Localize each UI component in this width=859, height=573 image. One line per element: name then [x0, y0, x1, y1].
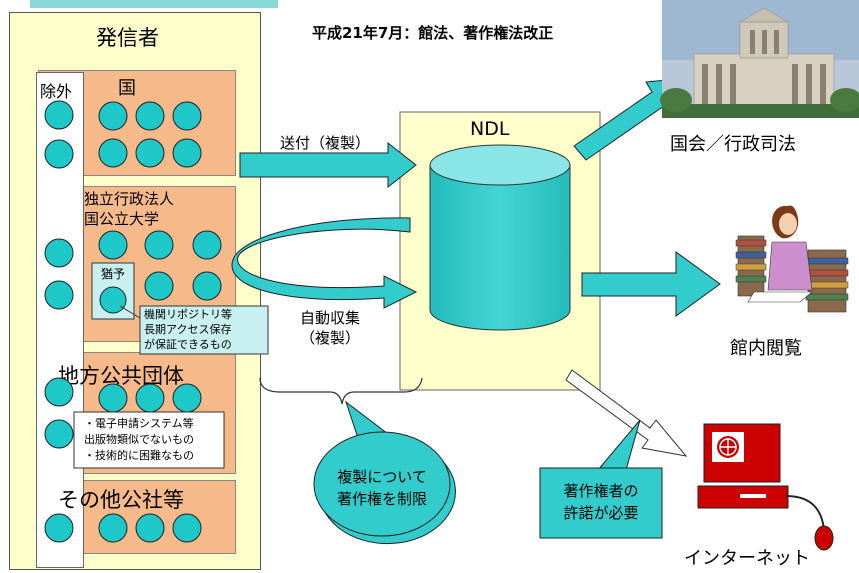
circle-excl-1	[44, 100, 74, 130]
copyright-callout-line-2: 著作権を制限	[336, 490, 427, 508]
circle-other-3	[172, 513, 202, 543]
circle-national-4	[98, 138, 128, 168]
group-label-agencies-line2: 国公立大学	[84, 210, 160, 228]
diagram-title: 平成21年7月：館法、著作権法改正	[312, 24, 554, 42]
internet-arrow	[565, 369, 688, 457]
circle-agency-2	[144, 230, 174, 260]
permission-callout-text: 著作権者の 許諾が必要	[540, 480, 662, 524]
deferral-note-line-1: 機関リポジトリ等	[144, 308, 232, 321]
copyright-callout-line-1: 複製について	[337, 468, 427, 486]
diet-label: 国会／行政司法	[670, 134, 796, 155]
circle-agency-3	[192, 230, 222, 260]
circle-excl-4	[44, 280, 74, 310]
deferral-label: 猶予	[101, 267, 126, 281]
exclusion-note-line-3: ・技術的に困難なもの	[84, 449, 194, 462]
deferral-note-line-3: が保証できるもの	[144, 338, 232, 351]
diet-building-picture	[660, 0, 859, 118]
permission-callout-line-2: 許諾が必要	[563, 504, 639, 522]
circle-other-1	[98, 513, 128, 543]
send-arrow	[239, 141, 417, 189]
circle-national-5	[135, 138, 165, 168]
circle-agency-4	[144, 271, 174, 301]
permission-callout-line-1: 著作権者の	[563, 482, 639, 500]
deferral-note-box	[139, 305, 269, 355]
deferral-note-pointer	[119, 305, 141, 319]
circle-local-1	[98, 383, 128, 413]
ndl-database-cylinder-top	[429, 144, 571, 186]
exclusion-note: ・電子申請システム等 出版物類似でないもの ・技術的に困難なもの	[84, 416, 194, 464]
permission-callout-tail	[596, 419, 641, 471]
auto-collect-label: 自動収集 （複製）	[300, 308, 360, 348]
send-label: 送付（複製）	[280, 134, 371, 152]
circle-local-2	[135, 383, 165, 413]
reader-picture	[735, 205, 849, 313]
auto-collect-label-line-1: 自動収集	[300, 309, 361, 327]
permission-callout-box	[539, 467, 663, 539]
deferral-note-line-2: 長期アクセス保存	[144, 323, 232, 336]
circle-agency-1	[98, 230, 128, 260]
circle-national-2	[135, 101, 165, 131]
circle-local-3	[172, 383, 202, 413]
exclusion-label: 除外	[40, 82, 73, 101]
circle-national-1	[98, 101, 128, 131]
group-label-agencies-line1: 独立行政法人	[84, 190, 175, 208]
circle-other-2	[135, 513, 165, 543]
circle-excl-3	[44, 238, 74, 268]
auto-collect-arrow	[231, 217, 418, 309]
auto-collect-label-line-2: （複製）	[300, 329, 361, 347]
brace	[259, 377, 423, 405]
circle-excl-6	[44, 419, 74, 449]
circle-national-6	[172, 138, 202, 168]
group-label-other: その他公社等	[58, 488, 184, 512]
circle-deferral	[99, 286, 127, 314]
circle-excl-7	[44, 513, 74, 543]
sender-label: 発信者	[96, 26, 159, 50]
circle-national-3	[172, 101, 202, 131]
copyright-callout-text: 複製について 著作権を制限	[318, 466, 446, 510]
exclusion-note-box	[73, 411, 225, 469]
reading-room-arrow	[581, 251, 721, 317]
circle-agency-5	[192, 271, 222, 301]
ndl-database-cylinder	[429, 164, 571, 331]
ndl-label: NDL	[470, 118, 510, 140]
deferral-note: 機関リポジトリ等 長期アクセス保存 が保証できるもの	[144, 307, 232, 352]
group-label-national: 国	[118, 78, 136, 99]
exclusion-note-line-2: 出版物類似でないもの	[84, 433, 194, 446]
reading-room-label: 館内閲覧	[730, 338, 802, 359]
exclusion-note-line-1: ・電子申請システム等	[84, 417, 194, 430]
internet-label: インターネット	[684, 548, 810, 569]
computer-picture	[697, 423, 834, 551]
group-label-local: 地方公共団体	[58, 364, 184, 388]
circle-excl-5	[44, 377, 74, 407]
top-accent-band	[30, 0, 278, 8]
circle-excl-2	[44, 139, 74, 169]
